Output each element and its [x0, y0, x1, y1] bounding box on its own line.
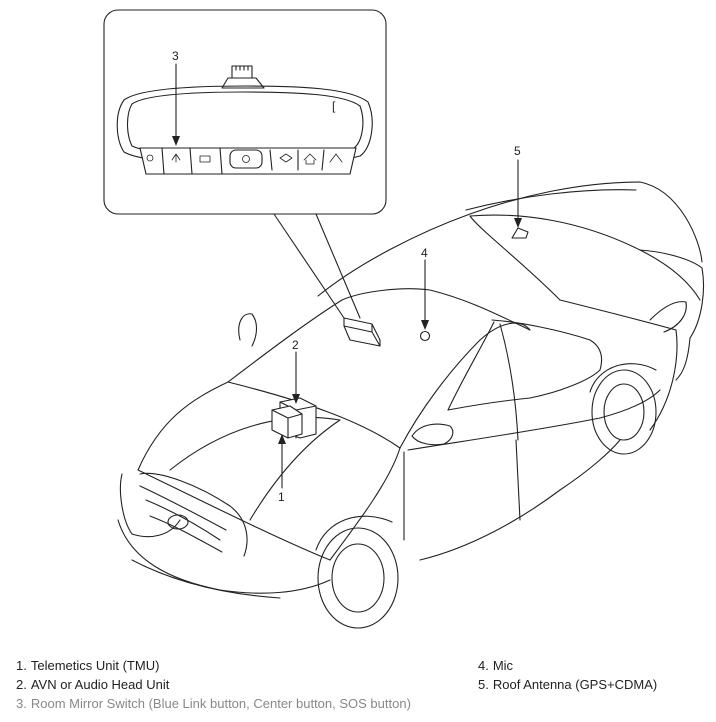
legend-number: 2. [16, 677, 27, 692]
legend-number: 5. [478, 677, 489, 692]
legend-label: Roof Antenna (GPS+CDMA) [492, 677, 658, 692]
callout-arrows [172, 63, 522, 489]
garage-button-icon [329, 153, 343, 163]
legend-item-1: 1.Telemetics Unit (TMU) [16, 656, 411, 675]
legend-left: 1.Telemetics Unit (TMU) 2.AVN or Audio H… [16, 656, 411, 713]
roof-antenna [511, 227, 529, 239]
legend-label: Telemetics Unit (TMU) [30, 658, 160, 673]
component-location-diagram: [ [103, 9, 705, 629]
legend-item-5: 5.Roof Antenna (GPS+CDMA) [478, 675, 657, 694]
legend-right: 4.Mic 5.Roof Antenna (GPS+CDMA) [478, 656, 657, 694]
callout-1: 1 [278, 490, 285, 504]
power-button-icon [242, 155, 250, 163]
sos-button-icon [199, 155, 211, 163]
home-button-icon [303, 153, 317, 165]
windshield-module [343, 317, 381, 347]
legend-number: 1. [16, 658, 27, 673]
callout-3: 3 [172, 49, 179, 63]
callout-2: 2 [292, 338, 299, 352]
center-button-icon [171, 153, 181, 163]
legend-label: Room Mirror Switch (Blue Link button, Ce… [30, 696, 411, 711]
legend-number: 4. [478, 658, 489, 673]
callout-5: 5 [514, 144, 521, 158]
mirror-inset: [ [103, 9, 387, 319]
blue-link-button-icon [146, 154, 154, 162]
legend-number: 3. [16, 696, 27, 711]
mirror-switch-buttons [146, 153, 343, 165]
callout-4: 4 [421, 246, 428, 260]
legend-label: AVN or Audio Head Unit [30, 677, 170, 692]
tmu-unit [271, 397, 317, 439]
mic-icon [419, 330, 431, 342]
legend-item-2: 2.AVN or Audio Head Unit [16, 675, 411, 694]
ecm-button-icon [279, 153, 293, 163]
mirror-display-char: [ [332, 99, 336, 113]
legend-item-3: 3.Room Mirror Switch (Blue Link button, … [16, 694, 411, 713]
legend-item-4: 4.Mic [478, 656, 657, 675]
car-illustration [117, 181, 705, 629]
legend-label: Mic [492, 658, 514, 673]
